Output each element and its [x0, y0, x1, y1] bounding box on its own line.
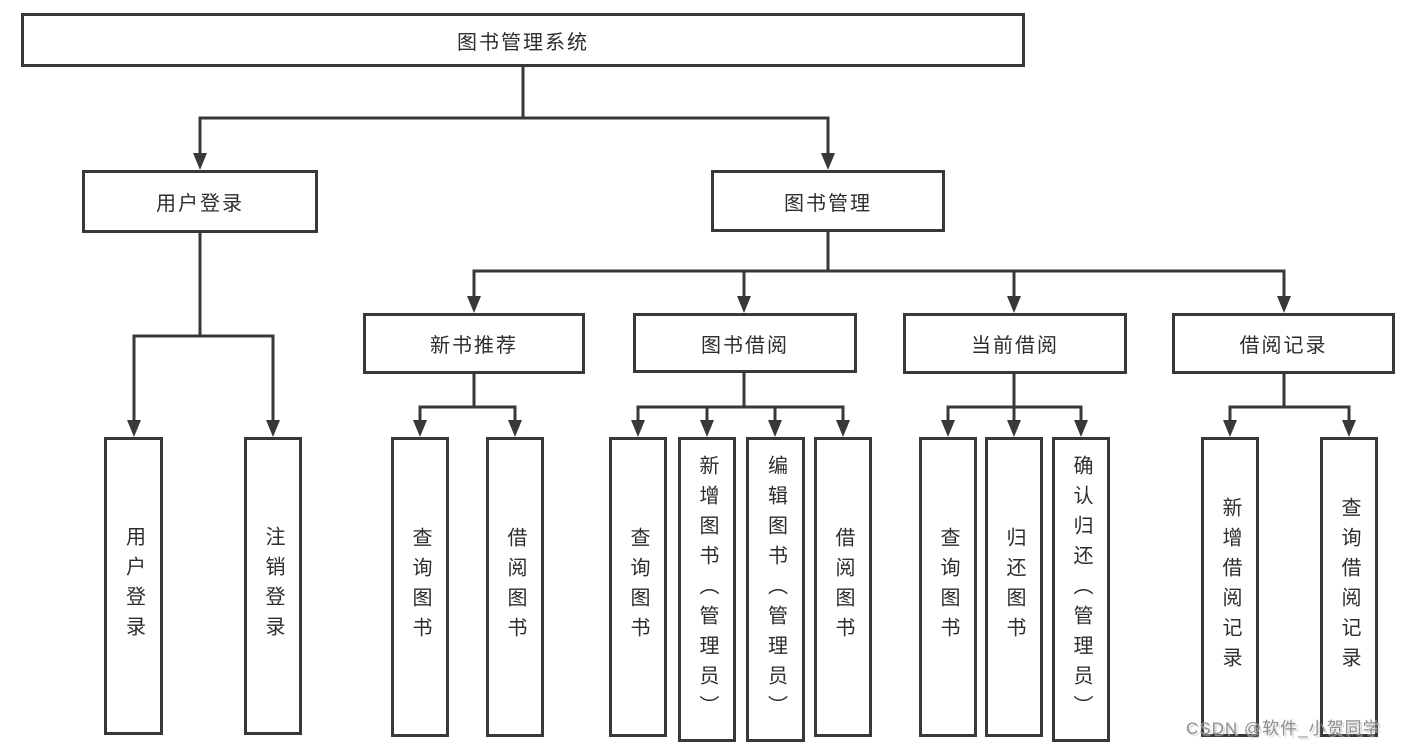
leaf-confirm-return-admin-label: 确认归还（管理员）: [1070, 454, 1092, 725]
leaf-borrow-books-recommend-label: 借阅图书: [504, 527, 526, 647]
node-book-management: 图书管理: [711, 170, 945, 232]
leaf-query-books-current-label: 查询图书: [937, 527, 959, 647]
leaf-add-books-admin: 新增图书（管理员）: [678, 437, 736, 742]
leaf-query-books-borrowing-label: 查询图书: [627, 527, 649, 647]
leaf-query-books-recommend: 查询图书: [391, 437, 449, 737]
leaf-query-books-current: 查询图书: [919, 437, 977, 737]
node-book-management-label: 图书管理: [784, 192, 872, 215]
node-borrow-records-label: 借阅记录: [1239, 335, 1328, 357]
leaf-borrow-books-label: 借阅图书: [832, 527, 854, 647]
leaf-borrow-books: 借阅图书: [814, 437, 872, 737]
node-new-book-recommend: 新书推荐: [363, 313, 585, 374]
leaf-confirm-return-admin: 确认归还（管理员）: [1052, 437, 1110, 742]
node-current-borrowing: 当前借阅: [903, 313, 1127, 374]
node-user-login: 用户登录: [82, 170, 318, 233]
leaf-user-login: 用户登录: [104, 437, 163, 735]
node-user-login-label: 用户登录: [156, 193, 244, 215]
node-book-borrowing-label: 图书借阅: [701, 334, 789, 357]
leaf-add-borrow-record: 新增借阅记录: [1201, 437, 1259, 737]
node-root: 图书管理系统: [21, 13, 1025, 67]
node-borrow-records: 借阅记录: [1172, 313, 1395, 374]
leaf-query-borrow-record: 查询借阅记录: [1320, 437, 1378, 737]
leaf-logout: 注销登录: [244, 437, 302, 735]
leaf-return-books-label: 归还图书: [1003, 527, 1025, 647]
leaf-edit-books-admin-label: 编辑图书（管理员）: [764, 454, 787, 725]
leaf-query-books-recommend-label: 查询图书: [409, 527, 431, 647]
watermark: CSDN @软件_小贺同学: [1186, 719, 1381, 738]
leaf-user-login-label: 用户登录: [122, 526, 145, 646]
node-book-borrowing: 图书借阅: [633, 313, 857, 373]
leaf-add-books-admin-label: 新增图书（管理员）: [696, 454, 718, 725]
leaf-query-books-borrowing: 查询图书: [609, 437, 667, 737]
arrowheads: [127, 153, 1356, 437]
leaf-edit-books-admin: 编辑图书（管理员）: [746, 437, 805, 742]
leaf-add-borrow-record-label: 新增借阅记录: [1219, 497, 1241, 677]
leaf-logout-label: 注销登录: [262, 526, 284, 646]
node-current-borrowing-label: 当前借阅: [971, 335, 1059, 357]
leaf-query-borrow-record-label: 查询借阅记录: [1338, 497, 1360, 677]
leaf-borrow-books-recommend: 借阅图书: [486, 437, 544, 737]
leaf-return-books: 归还图书: [985, 437, 1043, 737]
node-new-book-recommend-label: 新书推荐: [430, 335, 518, 357]
node-root-label: 图书管理系统: [457, 31, 589, 54]
